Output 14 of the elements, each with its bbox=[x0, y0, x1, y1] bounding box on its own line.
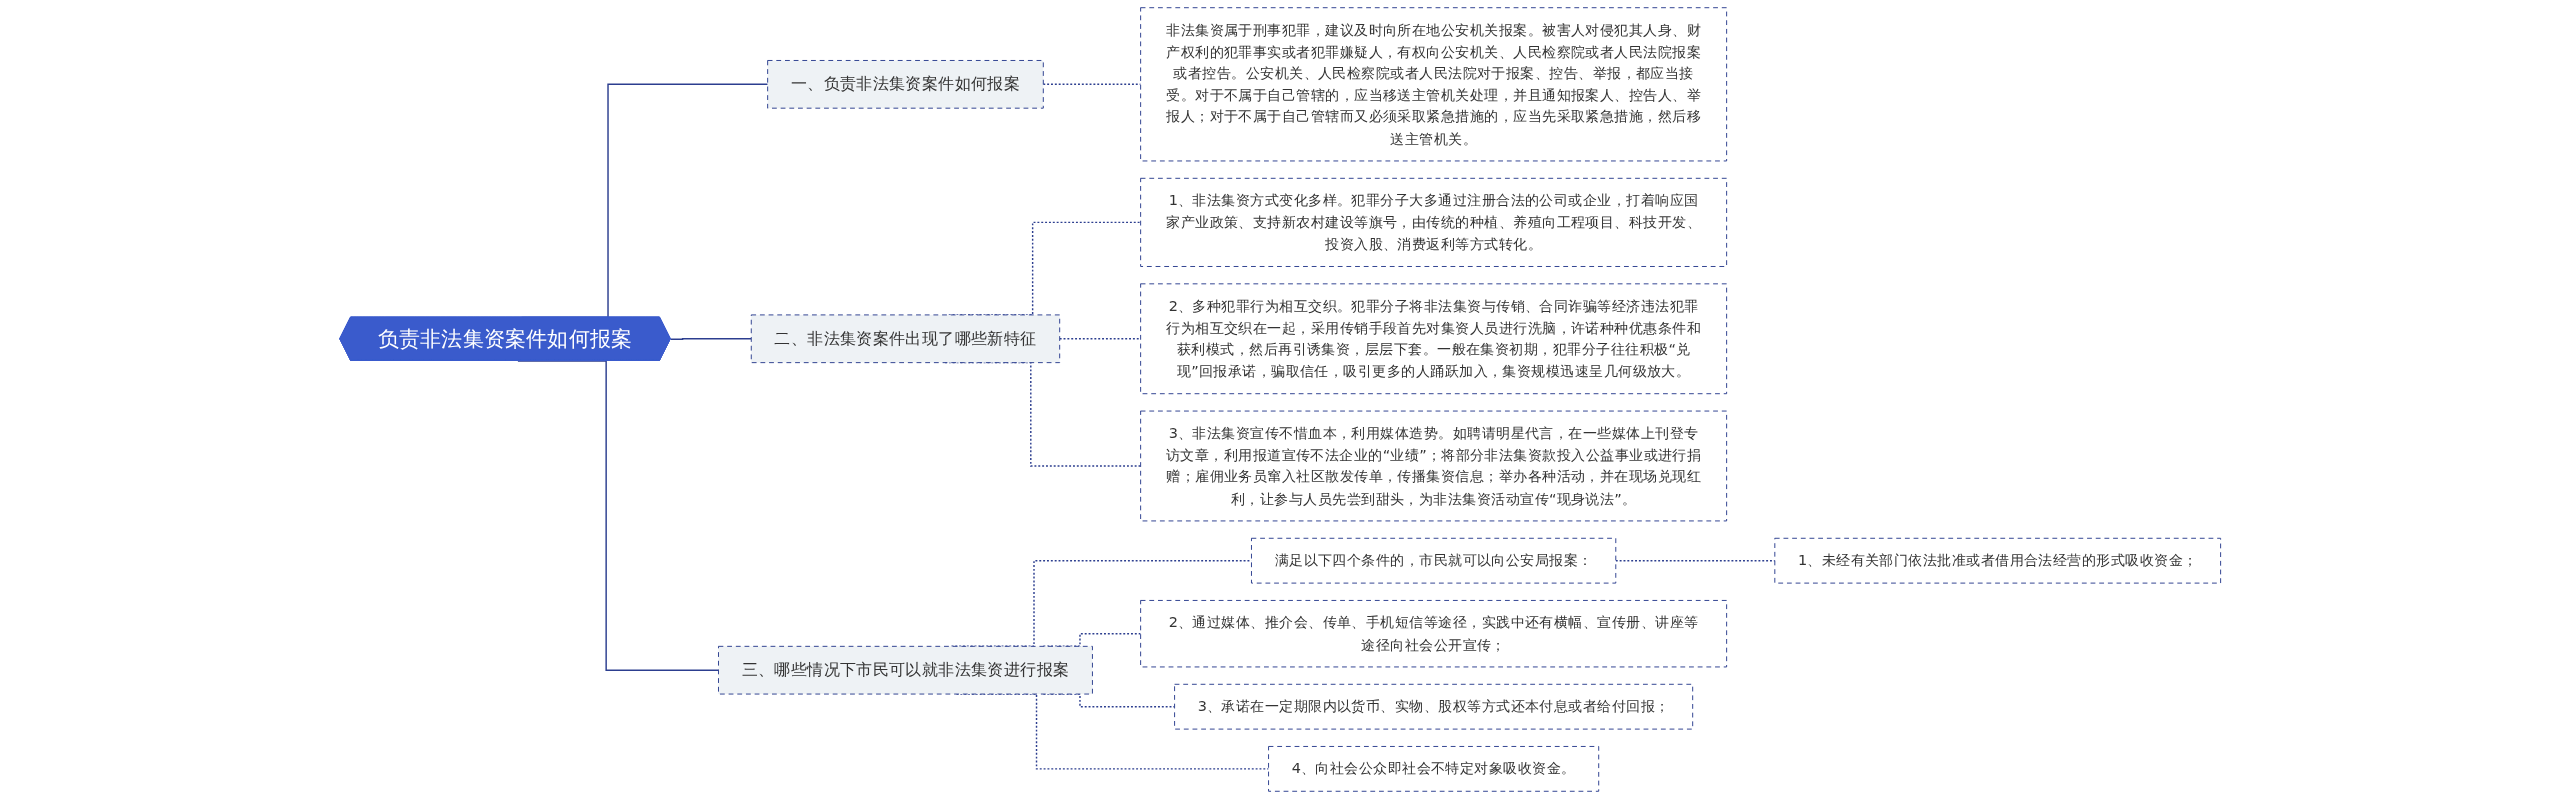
node-box: 3、承诺在一定期限内以货币、实物、股权等方式还本付息或者给付回报； bbox=[1173, 683, 1693, 730]
node-box: 1、非法集资方式变化多样。犯罪分子大多通过注册合法的公司或企业，打着响应国家产业政策、支持新农村建设等旗号，由传统的种植、养殖向工程项目、科技开发、投资入股、消费返利等方式转化。 bbox=[1140, 177, 1727, 267]
node-box: 满足以下四个条件的，市民就可以向公安局报案： bbox=[1250, 537, 1617, 584]
node-box: 二、非法集资案件出现了哪些新特征 bbox=[750, 314, 1060, 364]
connector bbox=[1058, 338, 1142, 340]
connector bbox=[669, 338, 752, 340]
node-box: 非法集资属于刑事犯罪，建议及时向所在地公安机关报案。被害人对侵犯其人身、财产权利的犯罪事实或者犯罪嫌疑人，有权向公安机关、人民检察院或者人民法院报案或者控告。公安机关、人民检察院或者人民法院对于报案、控告、举报，都应当接受。对于不属于自己管辖的，应当移送主管机关处理，并且通知报案人、控告人、举报人；对于不属于自己管辖而又必须采取紧急措施的，应当先采取紧急措施，然后移送主管机关。 bbox=[1140, 7, 1727, 162]
node-box: 1、未经有关部门依法批准或者借用合法经营的形式吸收资金； bbox=[1774, 537, 2221, 584]
node-box: 2、通过媒体、推介会、传单、手机短信等途径，实践中还有横幅、宣传册、讲座等途径向社会公开宣传； bbox=[1140, 599, 1727, 668]
node-box: 三、哪些情况下市民可以就非法集资进行报案 bbox=[717, 645, 1093, 695]
node-box: 3、非法集资宣传不惜血本，利用媒体造势。如聘请明星代言，在一些媒体上刊登专访文章，利用报道宣传不法企业的“业绩”；将部分非法集资款投入公益事业或进行捐赠；雇佣业务员窜入社区散发传单，传播集资信息；举办各种活动，并在现场兑现红利，让参与人员先尝到甜头，为非法集资活动宣传“现身说法”。 bbox=[1140, 410, 1727, 522]
node-box: 4、向社会公众即社会不特定对象吸收资金。 bbox=[1267, 746, 1599, 792]
node-box: 一、负责非法集资案件如何报案 bbox=[767, 60, 1044, 109]
node-box: 2、多种犯罪行为相互交织。犯罪分子将非法集资与传销、合同诈骗等经济违法犯罪行为相互交织在一起，采用传销手段首先对集资人员进行洗脑，许诺种种优惠条件和获利模式，然后再引诱集资，层层下套。一般在集资初期，犯罪分子往往积极“兑现”回报承诺，骗取信任，吸引更多的人踊跃加入，集资规模迅速呈几何级放大。 bbox=[1140, 283, 1727, 395]
